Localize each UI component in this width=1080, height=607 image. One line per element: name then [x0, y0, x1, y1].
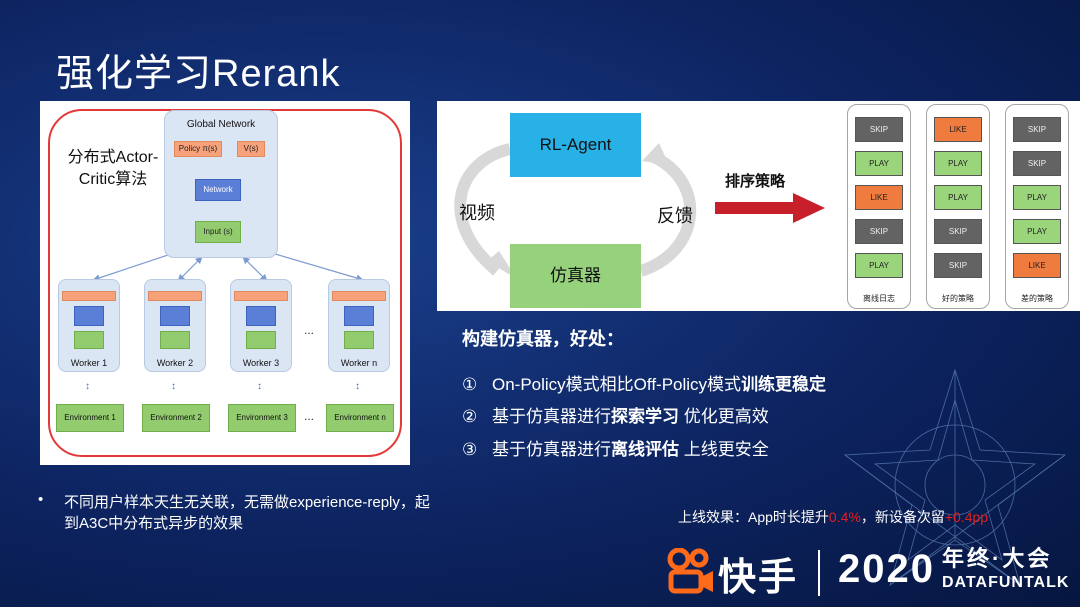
worker-input-cube	[160, 331, 190, 349]
environment-block: Environment 3	[228, 404, 296, 432]
benefit-number: ③	[462, 440, 478, 459]
logo-divider	[818, 550, 820, 596]
video-label: 视频	[459, 203, 495, 223]
action-cell: SKIP	[934, 253, 982, 278]
ranking-policy-label: 排序策略	[725, 173, 786, 190]
simulator-benefits-title: 构建仿真器，好处：	[462, 329, 624, 349]
network-block: Network	[195, 179, 241, 201]
action-cell: LIKE	[934, 117, 982, 142]
benefit-item: ② 基于仿真器进行探索学习 优化更高效	[462, 402, 769, 427]
environment-block: Environment 2	[142, 404, 210, 432]
worker-label: Worker 2	[156, 358, 194, 368]
worker-label: Worker 3	[242, 358, 280, 368]
action-cell: PLAY	[855, 253, 903, 278]
logo-event: 年终·大会	[942, 546, 1053, 571]
benefit-tail: 上线更安全	[679, 440, 769, 459]
benefit-text: 基于仿真器进行	[492, 440, 611, 459]
column-caption: 好的策略	[942, 294, 974, 303]
ellipsis: ...	[304, 409, 315, 423]
effect-mid: ，新设备次留	[860, 509, 945, 525]
updown-arrow-icon: ↕	[85, 381, 90, 392]
bullet-dot: •	[38, 491, 44, 508]
worker-label: Worker 1	[70, 358, 108, 368]
benefit-text: 基于仿真器进行	[492, 407, 611, 426]
bullet-text: 不同用户样本天生无关联，无需做experience-reply，起到A3C中分布…	[64, 494, 430, 532]
action-cell: SKIP	[1013, 117, 1061, 142]
worker-network-cube	[160, 306, 190, 326]
benefit-number: ①	[462, 375, 478, 394]
global-network-title: Global Network	[186, 119, 256, 130]
worker-output-block	[332, 291, 386, 301]
action-cell: PLAY	[934, 151, 982, 176]
worker-output-block	[234, 291, 288, 301]
value-block: V(s)	[237, 141, 265, 157]
worker-network-cube	[344, 306, 374, 326]
worker-output-block	[148, 291, 202, 301]
ellipsis: ...	[304, 323, 315, 337]
benefit-item: ③ 基于仿真器进行离线评估 上线更安全	[462, 435, 769, 460]
worker-network-cube	[246, 306, 276, 326]
action-cell: LIKE	[1013, 253, 1061, 278]
action-cell: PLAY	[934, 185, 982, 210]
environment-block: Environment 1	[56, 404, 124, 432]
worker-network-cube	[74, 306, 104, 326]
benefit-item: ① On-Policy模式相比Off-Policy模式训练更稳定	[462, 370, 826, 395]
benefit-tail: 优化更高效	[679, 407, 769, 426]
star-decoration	[843, 368, 1067, 586]
online-effect: 上线效果：App时长提升0.4%，新设备次留+0.4pp	[678, 507, 988, 527]
worker-label: Worker n	[340, 358, 378, 368]
rl-agent-box: RL-Agent	[510, 113, 641, 177]
action-cell: PLAY	[1013, 185, 1061, 210]
column-caption: 差的策略	[1021, 294, 1053, 303]
simulator-box: 仿真器	[510, 244, 641, 308]
effect-retention-value: +0.4pp	[944, 509, 989, 525]
worker-input-cube	[344, 331, 374, 349]
action-cell: SKIP	[855, 219, 903, 244]
logo-brand: DATAFUNTALK	[942, 574, 1070, 591]
rl-simulator-diagram: RL-Agent 仿真器 视频 反馈 排序策略 SKIP PLAY LIKE S…	[437, 101, 1080, 311]
action-cell: SKIP	[934, 219, 982, 244]
action-cell: SKIP	[1013, 151, 1061, 176]
worker-input-cube	[246, 331, 276, 349]
logo-name: 快手	[718, 557, 799, 599]
worker-input-cube	[74, 331, 104, 349]
a3c-diagram: 分布式Actor-Critic算法 Global Network Policy …	[40, 101, 410, 465]
slide-title: 强化学习Rerank	[56, 53, 341, 95]
updown-arrow-icon: ↕	[355, 381, 360, 392]
feedback-label: 反馈	[657, 206, 693, 226]
kuaishou-logo-icon	[667, 548, 713, 594]
action-cell: SKIP	[855, 117, 903, 142]
updown-arrow-icon: ↕	[171, 381, 176, 392]
benefit-bold: 训练更稳定	[741, 375, 827, 394]
logo-year: 2020	[838, 547, 935, 591]
environment-block: Environment n	[326, 404, 394, 432]
action-cell: PLAY	[855, 151, 903, 176]
updown-arrow-icon: ↕	[257, 381, 262, 392]
input-block: Input (s)	[195, 221, 241, 243]
effect-prefix: 上线效果：App时长提升	[678, 509, 829, 525]
action-cell: LIKE	[855, 185, 903, 210]
benefit-bold: 探索学习	[611, 407, 679, 426]
column-caption: 离线日志	[863, 294, 895, 303]
distributed-label: 分布式Actor-Critic算法	[67, 149, 159, 188]
benefit-bold: 离线评估	[611, 440, 679, 459]
benefit-number: ②	[462, 407, 478, 426]
action-cell: PLAY	[1013, 219, 1061, 244]
cycle-arrows	[454, 143, 825, 279]
policy-block: Policy π(s)	[174, 141, 222, 157]
benefit-text: On-Policy模式相比Off-Policy模式	[492, 375, 742, 394]
worker-output-block	[62, 291, 116, 301]
effect-duration-value: 0.4%	[828, 509, 861, 525]
